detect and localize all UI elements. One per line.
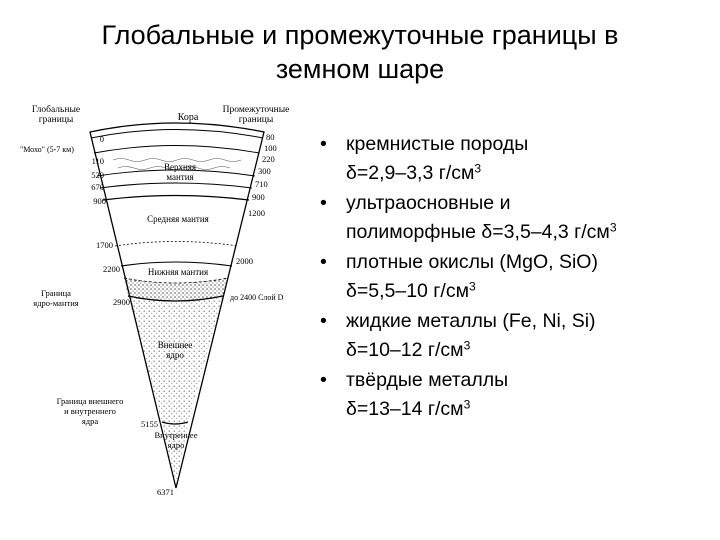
middle-mantle-label: Средняя мантия [147, 214, 209, 224]
boundary-110 [93, 145, 260, 154]
outer-core-label-2: ядро [166, 350, 184, 360]
bullet-line1: твёрдые металлы [346, 369, 509, 391]
moho-label: "Мохо" (5-7 км) [20, 145, 74, 154]
boundary-900 [102, 194, 250, 201]
depth-2200: 2200 [103, 264, 120, 274]
ioc-label-1: Граница внешнего [57, 396, 124, 406]
section-outline [89, 122, 265, 489]
crust-arc [90, 129, 264, 139]
boundary-d-layer [123, 277, 229, 284]
bullet-sup: 3 [469, 278, 476, 293]
bullet-marker: • [320, 369, 327, 391]
upper-mantle-label-1: Верхняя [164, 162, 196, 172]
bullet-item: • ультраосновные и полиморфные δ=3,5–4,3… [318, 189, 713, 246]
bullet-line2: δ=5,5–10 г/см [346, 279, 469, 302]
boundary-5155 [161, 421, 189, 425]
title-line-2: земном шаре [275, 54, 445, 84]
inner-core-label-2: ядро [168, 440, 185, 450]
depth-220: 220 [262, 154, 275, 164]
bullet-item: • твёрдые металлы δ=13–14 г/см3 [318, 366, 713, 423]
boundary-2200 [120, 261, 233, 267]
depth-2000: 2000 [236, 256, 253, 266]
slide-title: Глобальные и промежуточные границы в зем… [20, 18, 700, 86]
bullet-item: • плотные окислы (MgO, SiO) δ=5,5–10 г/с… [318, 248, 713, 305]
depth-300: 300 [258, 166, 271, 176]
bullet-line2: полиморфные δ=3,5–4,3 г/см [346, 220, 610, 243]
ioc-label-2: и внутреннего [64, 406, 116, 416]
lower-mantle-dotted-zone [124, 278, 228, 301]
depth-d-layer: до 2400 Слой D [230, 293, 284, 302]
bullet-marker: • [320, 310, 327, 332]
bullet-line2: δ=10–12 г/см [346, 338, 464, 361]
bullet-sup: 3 [609, 219, 617, 234]
header-global-1: Глобальные [32, 104, 80, 115]
depth-710: 710 [255, 179, 268, 189]
bullet-sup: 3 [463, 396, 471, 411]
ioc-label-3: ядра [82, 416, 98, 426]
header-intermediate-2: границы [239, 115, 274, 125]
header-global-2: границы [39, 115, 74, 125]
bullet-line2: δ=2,9–3,3 г/см [346, 161, 475, 184]
bullet-list: • кремнистые породы δ=2,9–3,3 г/см3 • ул… [318, 130, 713, 425]
depth-80: 80 [266, 132, 275, 142]
bullet-line1: кремнистые породы [346, 133, 529, 155]
depth-100: 100 [264, 143, 277, 153]
inner-core-label-1: Внутреннее [155, 430, 198, 440]
bullet-line2: δ=13–14 г/см [346, 397, 464, 420]
outer-core-region [128, 296, 223, 424]
title-line-1: Глобальные и промежуточные границы в [101, 20, 619, 50]
upper-mantle-label-2: мантия [166, 172, 193, 182]
depth-5155: 5155 [141, 419, 158, 429]
bullet-item: • жидкие металлы (Fe, Ni, Si) δ=10–12 г/… [318, 307, 713, 364]
header-intermediate-1: Промежуточные [223, 105, 290, 115]
cmb-label-1: Граница [41, 288, 71, 298]
depth-110: 110 [92, 156, 104, 166]
bullet-line1: плотные окислы (MgO, SiO) [346, 251, 598, 273]
bullet-sup: 3 [474, 160, 482, 175]
lower-mantle-label: Нижняя мантия [148, 267, 208, 277]
depth-670: 670 [91, 182, 104, 192]
boundary-520 [96, 169, 256, 177]
earth-layers-diagram: Глобальные границы Кора Промежуточные гр… [20, 104, 290, 497]
depth-1200: 1200 [248, 208, 265, 218]
depth-900r: 900 [252, 192, 265, 202]
header-crust: Кора [178, 112, 199, 123]
upper-mantle-texture-2 [117, 166, 231, 170]
bullet-item: • кремнистые породы δ=2,9–3,3 г/см3 [318, 130, 713, 187]
boundary-1700 [114, 241, 239, 247]
inner-core-region [162, 422, 188, 488]
bullet-marker: • [320, 133, 327, 155]
depth-0: 0 [100, 134, 104, 144]
depth-6371: 6371 [157, 487, 174, 497]
outer-core-label-1: Внешнее [158, 340, 193, 350]
bullet-line1: ультраосновные и [346, 192, 511, 214]
cmb-label-2: ядро-мантия [33, 298, 78, 308]
boundary-670 [99, 182, 253, 189]
upper-mantle-texture [112, 158, 242, 162]
depth-1700: 1700 [96, 240, 113, 250]
depth-520: 520 [91, 170, 104, 180]
bullet-marker: • [320, 192, 327, 214]
bullet-line1: жидкие металлы (Fe, Ni, Si) [346, 310, 596, 332]
boundary-2900 [127, 295, 224, 302]
depth-2900: 2900 [113, 297, 130, 307]
depth-900: 900 [93, 196, 106, 206]
bullet-sup: 3 [463, 337, 471, 352]
bullet-marker: • [320, 251, 327, 273]
